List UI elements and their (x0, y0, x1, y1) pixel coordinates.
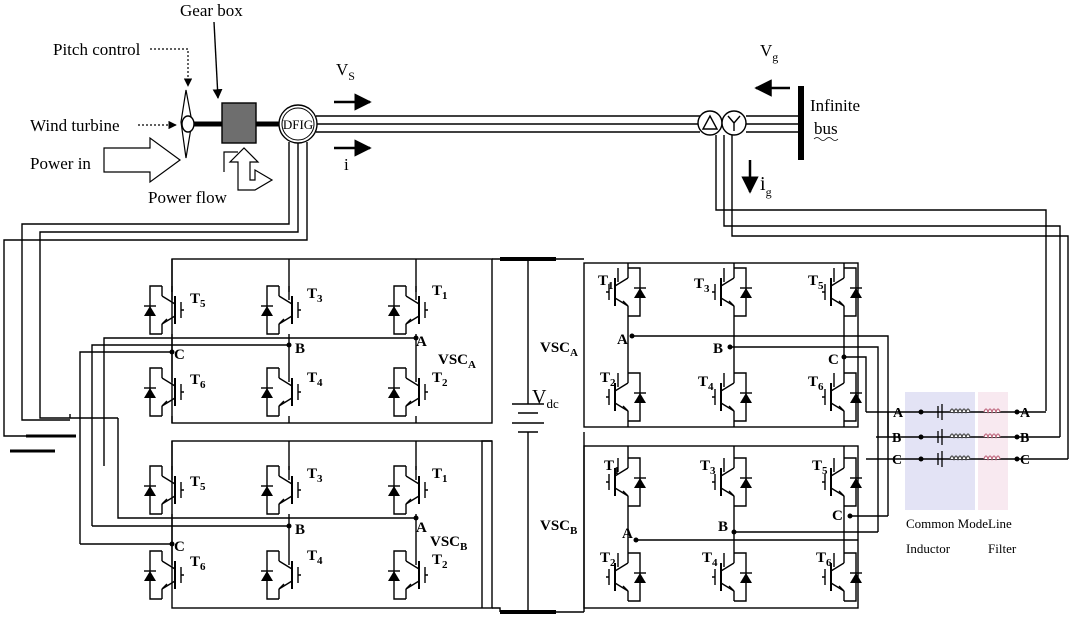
switch-label-t3: T3 (307, 466, 323, 485)
left-converter-a (79, 258, 493, 544)
switch-label-t6: T6 (190, 372, 206, 391)
node-label-b: B (713, 341, 723, 357)
switch-label-t6: T6 (190, 554, 206, 573)
output-filter: A B C A B C Common Mode Inductor Line Fi… (866, 392, 1068, 556)
vg-label: Vg (760, 41, 778, 64)
ig-label: ig (760, 173, 772, 199)
grid-wiring (715, 135, 1069, 459)
switch-label-t1: T1 (432, 466, 448, 485)
infinite-bus-label-2: bus (814, 119, 838, 138)
vsc-a-label: VSCA (438, 352, 476, 371)
switch-label-t5: T5 (812, 458, 828, 477)
common-mode-coils-icon (937, 404, 971, 467)
stator-line: VS i (316, 60, 700, 174)
node-label-a: A (617, 332, 628, 348)
node-label-c: C (832, 508, 843, 524)
vdc-label: Vdc (532, 386, 559, 411)
transformer-icon: Vg Infinite bus ig (697, 41, 860, 199)
dc-vsc-b-label: VSCB (540, 518, 578, 537)
vs-label: VS (336, 60, 355, 83)
node-label-a: A (622, 526, 633, 542)
node-label-a: A (416, 334, 427, 350)
i-stator-label: i (344, 155, 349, 174)
switch-label-t5: T5 (808, 273, 824, 292)
power-in-label: Power in (30, 154, 91, 173)
power-flow-label: Power flow (148, 188, 228, 207)
node-label-b: B (295, 341, 305, 357)
filter-out-a: A (1020, 406, 1031, 421)
dc-vsc-a-label: VSCA (540, 340, 578, 359)
rotor-wiring (3, 142, 308, 453)
node-label-a: A (416, 520, 427, 536)
switch-label-t2: T2 (432, 370, 448, 389)
vsc-b-label: VSCB (430, 534, 468, 553)
node-label-c: C (828, 352, 839, 368)
right-converter-b (583, 445, 888, 609)
left-converter-b (80, 418, 493, 609)
switch-label-t6: T6 (808, 374, 824, 393)
infinite-bus-label-1: Infinite (810, 96, 860, 115)
filter-out-c: C (1020, 453, 1030, 468)
filter-out-b: B (1020, 431, 1029, 446)
common-mode-label-2: Inductor (906, 541, 951, 556)
gearbox-label: Gear box (180, 1, 243, 20)
switch-label-t2: T2 (432, 552, 448, 571)
switch-label-t1: T1 (432, 283, 448, 302)
wind-turbine-label: Wind turbine (30, 116, 120, 135)
switch-label-t4: T4 (307, 548, 323, 567)
turbine-hub-icon (181, 115, 195, 133)
node-label-c: C (174, 539, 185, 555)
switch-label-t1: T1 (598, 273, 614, 292)
wind-turbine-group: DFIG Gear box Pitch control Wind turbine… (30, 1, 318, 207)
node-label-c: C (174, 347, 185, 363)
gearbox-icon (221, 102, 257, 144)
node-label-b: B (295, 522, 305, 538)
switch-label-t3: T3 (700, 458, 716, 477)
filter-in-b: B (892, 431, 901, 446)
node-label-b: B (718, 519, 728, 535)
switch-label-t5: T5 (190, 291, 206, 310)
right-converter-a (583, 262, 889, 532)
filter-in-c: C (892, 453, 902, 468)
switch-label-t2: T2 (600, 370, 616, 389)
common-mode-label-1: Common Mode (906, 516, 988, 531)
filter-in-a: A (893, 406, 904, 421)
pitch-control-label: Pitch control (53, 40, 141, 59)
switch-label-t6: T6 (816, 550, 832, 569)
power-in-arrow-icon (103, 136, 182, 184)
switch-label-t5: T5 (190, 474, 206, 493)
power-flow-arrow-icon (228, 147, 274, 191)
switch-labels: T5 T3 T1 T6 T4 T2 C B A VSCA T5 T3 T1 T6… (174, 273, 843, 573)
switch-label-t4: T4 (698, 374, 714, 393)
switch-label-t1: T1 (604, 458, 620, 477)
dfig-label: DFIG (283, 117, 313, 132)
switch-label-t3: T3 (307, 286, 323, 305)
switch-label-t4: T4 (702, 550, 718, 569)
dc-link: Vdc VSCA VSCB (481, 257, 585, 614)
line-filter-label-1: Line (988, 516, 1012, 531)
switch-label-t4: T4 (307, 370, 323, 389)
switch-label-t2: T2 (600, 550, 616, 569)
switch-label-t3: T3 (694, 276, 710, 295)
line-filter-coils-icon (983, 408, 1001, 462)
line-filter-label-2: Filter (988, 541, 1017, 556)
